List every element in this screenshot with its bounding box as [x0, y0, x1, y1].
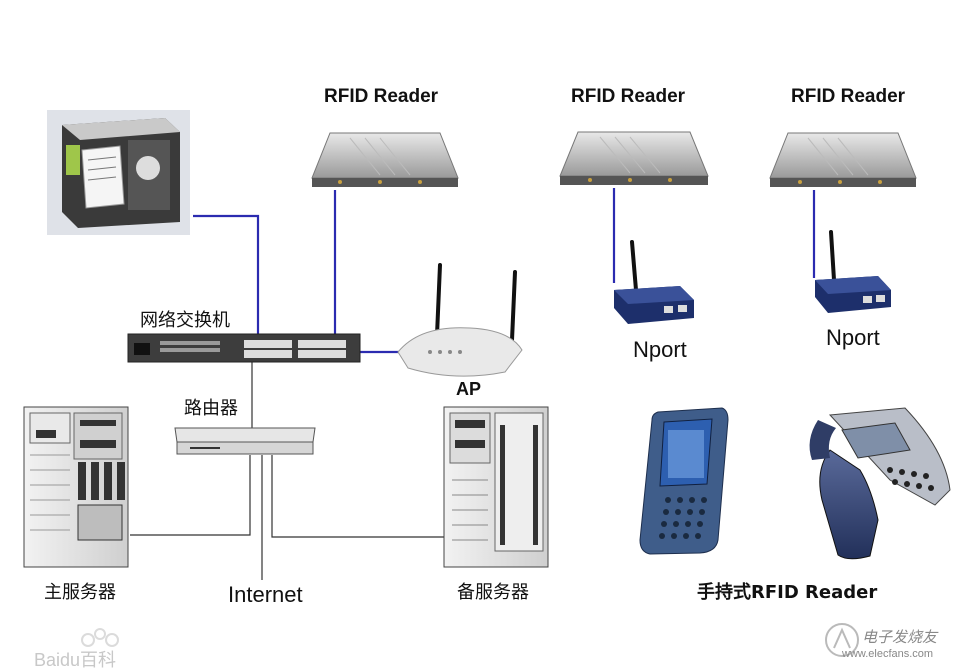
backup-server-label: 备服务器 — [457, 582, 529, 603]
handheld-reader-label: 手持式RFID Reader — [697, 582, 878, 603]
baidu-watermark-logo — [81, 628, 119, 647]
nport-1-icon — [614, 240, 694, 324]
handheld-pda-icon — [639, 407, 729, 555]
main-server-label: 主服务器 — [44, 582, 116, 603]
switch-label: 网络交换机 — [140, 310, 230, 331]
handheld-scanner-icon — [809, 407, 951, 560]
elecfans-watermark-text: 电子发烧友 — [862, 629, 938, 646]
router-label: 路由器 — [184, 398, 238, 419]
nport-1-label: Nport — [633, 337, 687, 362]
elecfans-watermark-logo — [825, 623, 859, 657]
elecfans-watermark-url: www.elecfans.com — [842, 648, 934, 660]
main-server-icon — [23, 406, 129, 568]
wireless-ap-icon — [397, 263, 523, 377]
router-to-backup-server-cable — [271, 455, 445, 538]
router-to-main-server-cable — [130, 455, 251, 536]
rfid-reader-3-icon — [769, 132, 917, 187]
rfid-reader-1-label: RFID Reader — [324, 86, 439, 107]
rfid-reader-2-label: RFID Reader — [571, 86, 686, 107]
cable-lines — [130, 362, 445, 580]
backup-server-icon — [443, 406, 549, 568]
rfid-reader-3-label: RFID Reader — [791, 86, 906, 107]
rfid-reader-2-icon — [559, 131, 709, 185]
nport-2-icon — [815, 230, 891, 313]
router-icon — [174, 427, 316, 455]
ap-label: AP — [456, 379, 482, 399]
printer-to-switch-link — [193, 214, 260, 342]
baidu-watermark-text: Baidu百科 — [34, 650, 117, 670]
printer-icon — [47, 110, 190, 235]
nport-2-label: Nport — [826, 325, 880, 350]
internet-label: Internet — [228, 582, 303, 607]
rfid-reader-1-icon — [311, 132, 459, 187]
network-switch-icon — [127, 333, 361, 363]
connection-lines — [193, 188, 816, 354]
